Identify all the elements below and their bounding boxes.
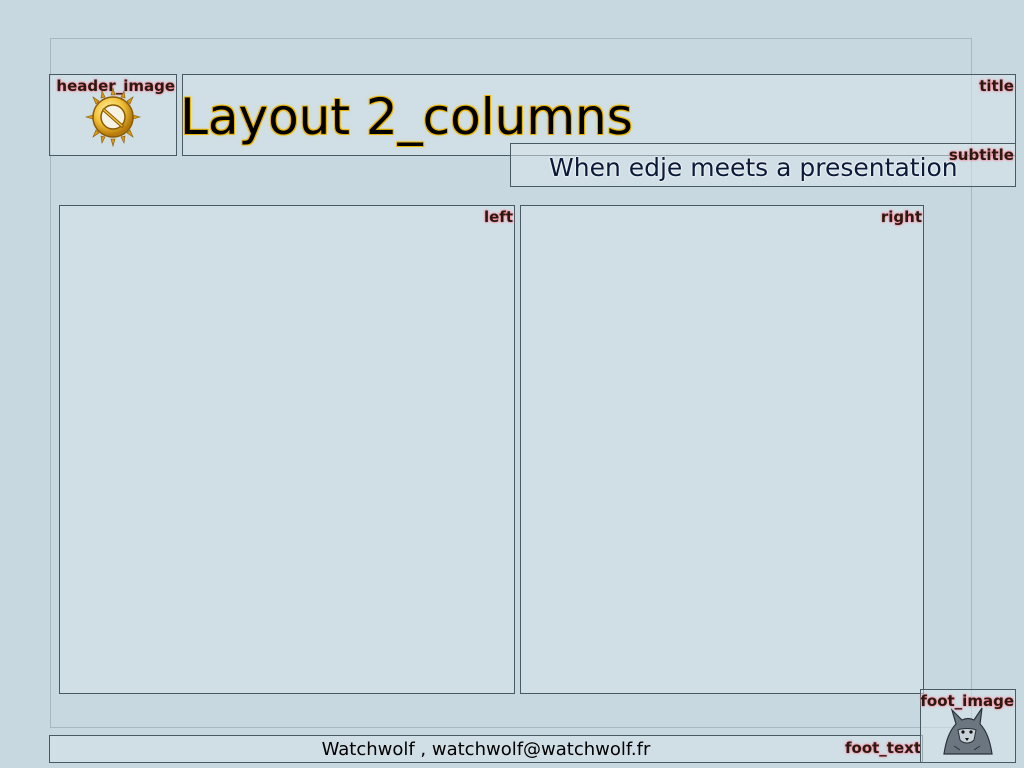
right-column-label: right	[880, 208, 922, 226]
title-label: title	[979, 77, 1014, 95]
subtitle-box: subtitle	[510, 143, 1016, 187]
enlightenment-logo-icon	[84, 86, 142, 148]
subtitle-label: subtitle	[948, 146, 1014, 164]
foot-text-label: foot_text	[845, 739, 921, 757]
right-column: right	[520, 205, 924, 694]
wolf-logo-icon	[943, 707, 993, 755]
foot-text: Watchwolf , watchwolf@watchwolf.fr	[321, 739, 651, 760]
left-column: left	[59, 205, 515, 694]
foot-image-label: foot_image	[920, 692, 1014, 710]
foot-text-box: Watchwolf , watchwolf@watchwolf.fr foot_…	[49, 735, 923, 763]
page-subtitle: When edje meets a presentation	[549, 153, 958, 182]
page-title: Layout 2_columns	[180, 88, 633, 146]
header-image-label: header_image	[56, 77, 175, 95]
title-box: title	[182, 74, 1016, 156]
left-column-label: left	[483, 208, 513, 226]
slide-frame	[50, 38, 972, 728]
